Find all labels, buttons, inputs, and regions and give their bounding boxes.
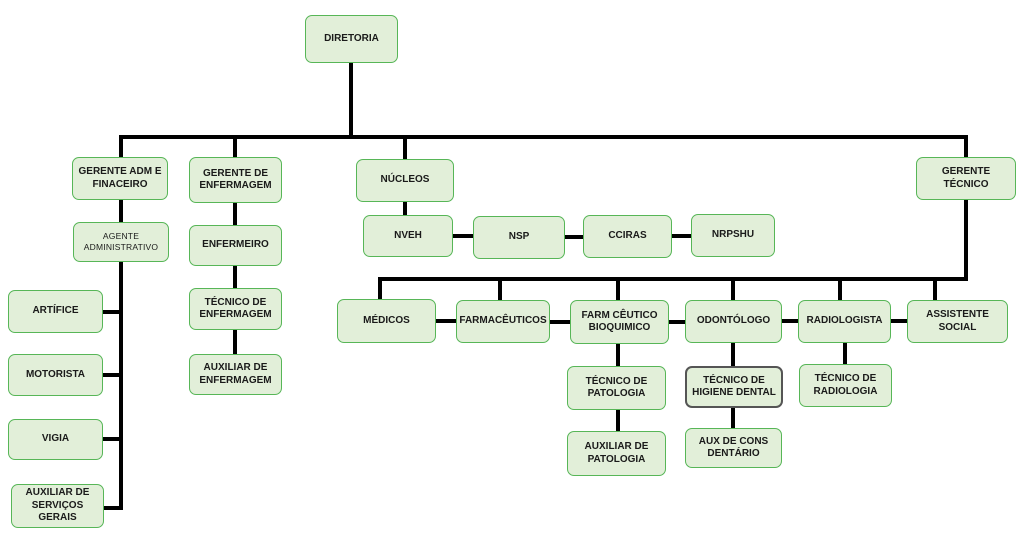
node-label: ENFERMEIRO [202, 239, 269, 251]
node-label: NSP [508, 231, 530, 243]
node-label: AUXILIAR DE PATOLOGIA [584, 441, 649, 465]
node-gerente-tecnico: GERENTE TÉCNICO [916, 157, 1016, 200]
node-tecnico-higiene-dental: TÉCNICO DE HIGIENE DENTAL [685, 366, 783, 408]
node-label: TÉCNICO DE RADIOLOGIA [813, 373, 878, 397]
node-label: GERENTE TÉCNICO [941, 166, 991, 190]
node-nucleos: NÚCLEOS [356, 159, 454, 202]
node-diretoria: DIRETORIA [305, 15, 398, 63]
node-label: TÉCNICO DE PATOLOGIA [585, 375, 648, 400]
node-gerente-adm: GERENTE ADM E FINACEIRO [72, 157, 168, 200]
node-auxiliar-enfermagem: AUXILIAR DE ENFERMAGEM [189, 354, 282, 395]
node-label: GERENTE DE ENFERMAGEM [199, 167, 272, 192]
node-artifice: ARTÍFICE [8, 290, 103, 333]
node-label: CCIRAS [608, 230, 647, 242]
node-nsp: NSP [473, 216, 565, 259]
node-cciras: CCIRAS [583, 215, 672, 258]
node-auxiliar-patologia: AUXILIAR DE PATOLOGIA [567, 431, 666, 476]
node-label: AUXILIAR DE SERVIÇOS GERAIS [25, 487, 90, 524]
node-nrpshu: NRPSHU [691, 214, 775, 257]
node-nveh: NVEH [363, 215, 453, 257]
node-label: FARMACÊUTICOS [459, 315, 547, 327]
node-label: FARM CÊUTICO BIOQUIMICO [581, 309, 658, 334]
node-farm-bioquimico: FARM CÊUTICO BIOQUIMICO [570, 300, 669, 344]
node-motorista: MOTORISTA [8, 354, 103, 396]
node-label: ASSISTENTE SOCIAL [926, 309, 989, 333]
node-assistente-social: ASSISTENTE SOCIAL [907, 300, 1008, 343]
node-agente-administrativo: AGENTE ADMINISTRATIVO [73, 222, 169, 262]
node-label: MOTORISTA [25, 368, 86, 380]
node-radiologista: RADIOLOGISTA [798, 300, 891, 343]
node-label: DIRETORIA [324, 32, 379, 44]
node-gerente-enfermagem: GERENTE DE ENFERMAGEM [189, 157, 282, 203]
node-label: TÉCNICO DE ENFERMAGEM [199, 296, 272, 321]
node-tecnico-patologia: TÉCNICO DE PATOLOGIA [567, 366, 666, 410]
node-label: ODONTÓLOGO [696, 315, 771, 327]
node-auxiliar-servicos-gerais: AUXILIAR DE SERVIÇOS GERAIS [11, 484, 104, 528]
node-label: AUXILIAR DE ENFERMAGEM [199, 362, 272, 386]
node-label: TÉCNICO DE HIGIENE DENTAL [692, 374, 776, 399]
node-medicos: MÉDICOS [337, 299, 436, 343]
node-label: NVEH [394, 229, 422, 241]
node-tecnico-enfermagem: TÉCNICO DE ENFERMAGEM [189, 288, 282, 330]
node-tecnico-radiologia: TÉCNICO DE RADIOLOGIA [799, 364, 892, 407]
node-odontologo: ODONTÓLOGO [685, 300, 782, 343]
node-label: AGENTE ADMINISTRATIVO [83, 231, 159, 252]
node-enfermeiro: ENFERMEIRO [189, 225, 282, 266]
node-label: NRPSHU [711, 229, 755, 241]
node-aux-cons-dentario: AUX DE CONS DENTÁRIO [685, 428, 782, 468]
node-label: NÚCLEOS [380, 174, 430, 186]
node-label: RADIOLOGISTA [806, 315, 883, 327]
node-label: VIGIA [41, 433, 70, 445]
node-farmaceuticos: FARMACÊUTICOS [456, 300, 550, 343]
node-label: AUX DE CONS DENTÁRIO [698, 435, 769, 460]
node-label: GERENTE ADM E FINACEIRO [78, 166, 162, 190]
node-vigia: VIGIA [8, 419, 103, 460]
node-label: MÉDICOS [363, 314, 410, 326]
node-label: ARTÍFICE [32, 305, 79, 317]
